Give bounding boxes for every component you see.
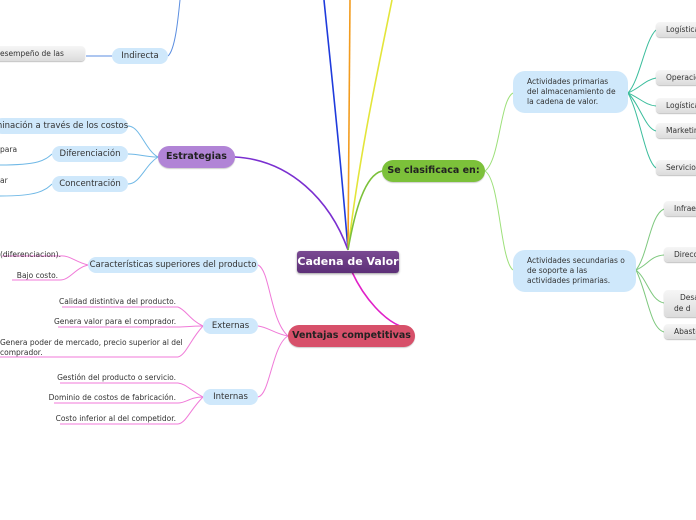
external-node[interactable]: Externas — [203, 318, 258, 334]
cost-leadership-node[interactable]: minación a través de los costos — [0, 118, 128, 134]
secondary-item-2[interactable]: Direcc — [664, 247, 696, 262]
superior-characteristics-node[interactable]: Características superiores del producto — [88, 257, 258, 273]
internal-leaf-3: Costo inferior al del competidor. — [55, 414, 176, 423]
central-topic[interactable]: Cadena de Valor — [297, 251, 399, 273]
concentration-leaf: ar — [0, 176, 8, 185]
secondary-activities-node[interactable]: Actividades secundarias o de soporte a l… — [513, 250, 636, 292]
primary-item-2[interactable]: Operacio — [656, 70, 696, 85]
internal-leaf-2: Dominio de costos de fabricación. — [48, 393, 176, 402]
primary-item-3[interactable]: Logística — [656, 98, 696, 113]
differentiation-node[interactable]: Diferenciación — [52, 146, 128, 162]
internal-node[interactable]: Internas — [203, 389, 258, 405]
primary-item-5[interactable]: Servicio — [656, 160, 696, 175]
differentiation-leaf: para — [0, 145, 18, 154]
secondary-item-1[interactable]: Infrae — [664, 201, 696, 216]
secondary-item-3-line-1: Desa — [680, 293, 696, 302]
primary-item-4[interactable]: Marketin — [656, 123, 696, 138]
primary-activities-node[interactable]: Actividades primarias del almacenamiento… — [513, 71, 628, 113]
secondary-item-4[interactable]: Abastec — [664, 324, 696, 339]
strategies-topic[interactable]: Estrategias — [158, 146, 235, 168]
secondary-item-3-line-2: de d — [674, 304, 691, 313]
classification-topic[interactable]: Se clasificaca en: — [382, 160, 485, 182]
external-leaf-1: Calidad distintiva del producto. — [58, 297, 176, 306]
superior-leaf-2: Bajo costo. — [16, 271, 58, 280]
competitive-advantages-topic[interactable]: Ventajas competitivas — [288, 325, 415, 347]
indirect-leaf[interactable]: esempeño de las — [0, 46, 85, 61]
primary-item-1[interactable]: Logística — [656, 22, 696, 37]
internal-leaf-1: Gestión del producto o servicio. — [57, 373, 176, 382]
external-leaf-2: Genera valor para el comprador. — [54, 317, 177, 326]
indirect-node[interactable]: Indirecta — [112, 48, 168, 64]
external-leaf-3b: comprador. — [0, 348, 43, 357]
superior-leaf-1: (diferenciacion). — [0, 250, 61, 259]
secondary-item-3[interactable]: Desa de d — [664, 290, 696, 317]
external-leaf-3: Genera poder de mercado, precio superior… — [0, 338, 183, 347]
concentration-node[interactable]: Concentración — [52, 176, 128, 192]
